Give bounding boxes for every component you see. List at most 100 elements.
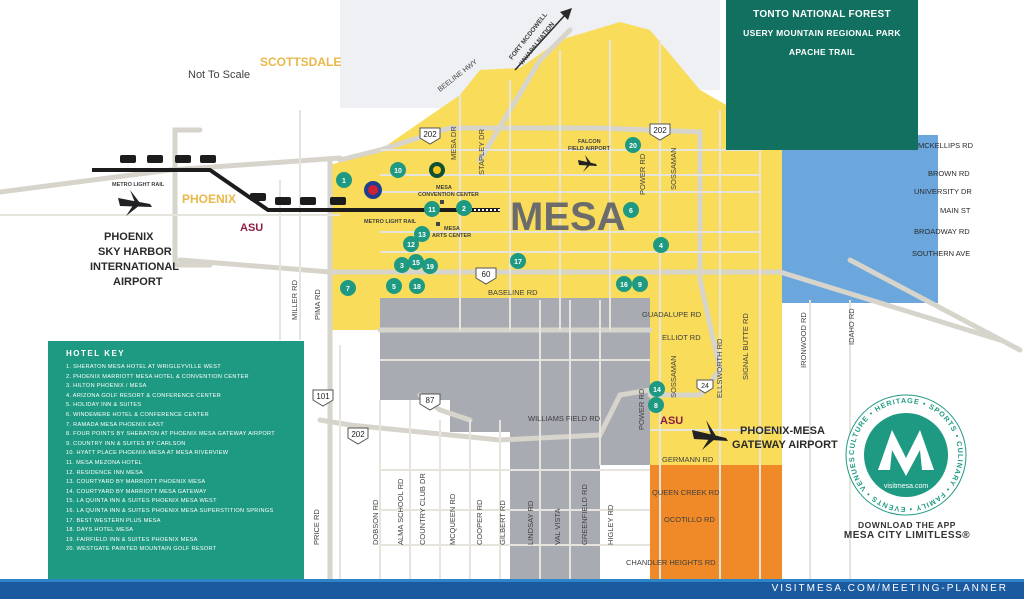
svg-text:202: 202	[423, 130, 437, 139]
east-west-road-labels: MCKELLIPS RD BROWN RD UNIVERSITY DR MAIN…	[488, 141, 974, 567]
hotel-marker[interactable]: 20	[625, 137, 641, 153]
hotel-marker[interactable]: 2	[456, 200, 472, 216]
highway-shield-icon: 202	[347, 427, 369, 445]
road-label: UNIVERSITY DR	[914, 187, 972, 196]
hotel-marker[interactable]: 16	[616, 276, 632, 292]
metro-rail-left-label: METRO LIGHT RAIL	[112, 182, 165, 188]
highway-shield-icon: 202	[419, 127, 441, 145]
hotel-marker[interactable]: 8	[648, 397, 664, 413]
svg-text:10: 10	[394, 168, 402, 175]
download-app-block[interactable]: DOWNLOAD THE APP MESA CITY LIMITLESS®	[822, 520, 992, 541]
svg-text:18: 18	[413, 284, 421, 291]
svg-text:4: 4	[659, 243, 663, 250]
hotel-markers: 1 10 11 2 12 13 3 15 19 5 18 7 17 16 9 2…	[336, 137, 669, 413]
road-label: ALMA SCHOOL RD	[396, 478, 405, 545]
road-label: GREENFIELD RD	[580, 484, 589, 545]
svg-text:9: 9	[638, 282, 642, 289]
convention-label-1: MESA	[436, 185, 452, 191]
hotel-marker[interactable]: 4	[653, 237, 669, 253]
road-label: SIGNAL BUTTE RD	[741, 313, 750, 380]
mesa-label: MESA	[510, 195, 626, 239]
download-line-1: DOWNLOAD THE APP	[858, 520, 956, 530]
svg-text:1: 1	[342, 178, 346, 185]
road-label: SOSSAMAN	[669, 355, 678, 398]
hotel-key-item: 5. HOLIDAY INN & SUITES	[66, 402, 142, 409]
svg-text:14: 14	[653, 387, 661, 394]
road-label: IDAHO RD	[847, 308, 856, 345]
download-line-2: MESA CITY LIMITLESS®	[843, 530, 971, 541]
road-label: VAL VISTA	[553, 508, 562, 545]
hotel-key-item: 16. LA QUINTA INN & SUITES PHOENIX MESA …	[66, 507, 274, 514]
tonto-line-3: APACHE TRAIL	[788, 47, 856, 57]
north-arrow-icon	[514, 14, 566, 71]
road-label: BROWN RD	[928, 169, 970, 178]
hotel-key-item: 11. MESA MEZONA HOTEL	[66, 459, 143, 466]
svg-text:202: 202	[351, 430, 365, 439]
hotel-marker[interactable]: 7	[340, 280, 356, 296]
road-label: MCQUEEN RD	[448, 493, 457, 545]
highway-shield-icon: 101	[312, 389, 334, 407]
hotel-marker[interactable]: 6	[623, 202, 639, 218]
road-label: POWER RD	[637, 388, 646, 430]
road-label: POWER RD	[638, 153, 647, 195]
hotel-marker[interactable]: 14	[649, 381, 665, 397]
hotel-key-item: 18. DAYS HOTEL MESA	[66, 527, 134, 534]
train-icons	[120, 155, 346, 205]
hotel-key-panel: HOTEL KEY 1. SHERATON MESA HOTEL AT WRIG…	[48, 341, 304, 579]
asu-left-label: ASU	[240, 222, 263, 234]
hotel-key-item: 6. WINDEMERE HOTEL & CONFERENCE CENTER	[66, 411, 209, 418]
highway-shield-icon: 87	[419, 393, 441, 411]
svg-text:5: 5	[392, 284, 396, 291]
hotel-marker[interactable]: 15	[408, 254, 424, 270]
hotel-marker[interactable]: 12	[403, 236, 419, 252]
road-label: WILLIAMS FIELD RD	[528, 414, 601, 423]
hotel-key-title: HOTEL KEY	[66, 349, 126, 358]
road-label: QUEEN CREEK RD	[652, 488, 720, 497]
road-label: STAPLEY DR	[477, 128, 486, 175]
svg-text:6: 6	[629, 208, 633, 215]
not-to-scale-label: Not To Scale	[188, 69, 250, 81]
hotel-key-item: 7. RAMADA MESA PHOENIX EAST	[66, 421, 164, 428]
hotel-marker[interactable]: 18	[409, 278, 425, 294]
convention-label-2: CONVENTION CENTER	[418, 192, 479, 198]
sky-harbor-label-3: INTERNATIONAL	[90, 261, 179, 273]
scottsdale-label: SCOTTSDALE	[260, 55, 341, 69]
hotel-marker[interactable]: 13	[414, 226, 430, 242]
svg-text:15: 15	[412, 260, 420, 267]
svg-text:24: 24	[701, 383, 709, 390]
hotel-marker[interactable]: 11	[424, 201, 440, 217]
footer-url-link[interactable]: VISITMESA.COM/MEETING-PLANNER	[771, 583, 1008, 594]
hotel-marker[interactable]: 9	[632, 276, 648, 292]
sky-harbor-label-2: SKY HARBOR	[98, 246, 172, 258]
hotel-key-item: 20. WESTGATE PAINTED MOUNTAIN GOLF RESOR…	[66, 546, 217, 553]
footer-bar: VISITMESA.COM/MEETING-PLANNER	[0, 579, 1024, 599]
road-label: CHANDLER HEIGHTS RD	[626, 558, 716, 567]
hotel-marker[interactable]: 5	[386, 278, 402, 294]
svg-text:20: 20	[629, 143, 637, 150]
arts-label-1: MESA	[444, 226, 460, 232]
svg-text:12: 12	[407, 242, 415, 249]
hotel-marker[interactable]: 19	[422, 258, 438, 274]
sky-harbor-airplane-icon	[118, 190, 152, 216]
svg-text:60: 60	[482, 270, 491, 279]
hotel-marker[interactable]: 10	[390, 162, 406, 178]
gateway-label-2: GATEWAY AIRPORT	[732, 439, 838, 451]
metro-light-rail	[92, 168, 500, 212]
venue-square-icons	[436, 200, 444, 226]
highway-shield-icon: 24	[696, 379, 714, 394]
hotel-key-list: 1. SHERATON MESA HOTEL AT WRIGLEYVILLE W…	[58, 363, 294, 555]
road-label: PRICE RD	[312, 509, 321, 545]
svg-text:101: 101	[316, 392, 330, 401]
road-label: BROADWAY RD	[914, 227, 970, 236]
road-label: MESA DR	[449, 126, 458, 160]
svg-text:7: 7	[346, 286, 350, 293]
hotel-marker[interactable]: 1	[336, 172, 352, 188]
hotel-marker[interactable]: 17	[510, 253, 526, 269]
hotel-key-item: 8. FOUR POINTS BY SHERATON AT PHOENIX ME…	[66, 431, 275, 438]
hotel-marker[interactable]: 3	[394, 257, 410, 273]
road-label: MILLER RD	[290, 279, 299, 320]
athletics-logo-icon	[429, 162, 445, 178]
svg-text:202: 202	[653, 126, 667, 135]
hotel-key-item: 12. RESIDENCE INN MESA	[66, 469, 144, 476]
svg-text:2: 2	[462, 206, 466, 213]
